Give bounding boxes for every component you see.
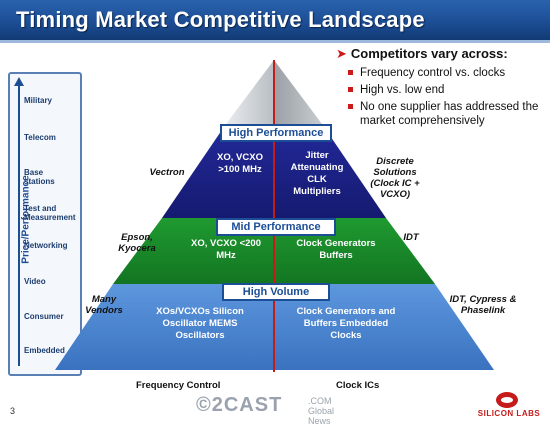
axis-item-video: Video [24,277,46,286]
page-number: 3 [10,406,16,416]
mid-right-text: Clock Generators Buffers [296,238,376,261]
logo-mark-icon [496,392,518,408]
axis-item-base-stations: Base stations [24,168,55,186]
bullet-list: Frequency control vs. clocks High vs. lo… [336,66,546,128]
axis-item-networking: Networking [24,241,68,250]
axis-arrow-icon [14,77,24,366]
watermark-sub2: Global News [308,406,335,426]
arrow-bullet-icon: ➤ [336,46,347,61]
vendor-mid-left: Epson, Kyocera [118,232,156,254]
footer-frequency-control: Frequency Control [136,380,221,391]
pyramid-cap-right [274,60,322,124]
tier-label-high: High Performance [220,124,332,142]
tier-label-mid: Mid Performance [216,218,336,236]
bullet-item: No one supplier has addressed the market… [348,100,546,128]
competitor-bullets: ➤Competitors vary across: Frequency cont… [336,46,546,131]
mid-left-text: XO, VCXO <200 MHz [191,238,261,261]
logo-text: SILICON LABS [477,409,541,418]
page-title: Timing Market Competitive Landscape [16,7,425,32]
footer-clock-ics: Clock ICs [336,380,380,391]
pyramid-cap-left [226,60,274,124]
watermark-brand: ©2CAST [196,394,283,416]
bullet-item: High vs. low end [348,83,546,97]
vendor-low-right: IDT, Cypress & Phaselink [449,294,517,316]
bullets-lead: ➤Competitors vary across: [336,46,546,62]
axis-item-consumer: Consumer [24,312,64,321]
low-right-text: Clock Generators and Buffers Embedded Cl… [296,306,396,341]
vendor-high-right: Discrete Solutions (Clock IC + VCXO) [370,156,420,200]
vendor-low-left: Many Vendors [85,294,123,316]
title-bar: Timing Market Competitive Landscape [0,0,550,40]
axis-item-embedded: Embedded [24,346,65,355]
high-right-text: Jitter Attenuating CLK Multipliers [290,150,344,197]
tier-label-low: High Volume [222,283,330,301]
vendor-mid-right: IDT [403,232,419,243]
low-left-text: XOs/VCXOs Silicon Oscillator MEMS Oscill… [156,306,244,341]
high-left-text: XO, VCXO >100 MHz [217,152,263,175]
silicon-labs-logo: SILICON LABS [474,392,544,422]
bullet-item: Frequency control vs. clocks [348,66,546,80]
vendor-high-left: Vectron [149,167,185,178]
bullets-lead-text: Competitors vary across: [350,46,508,61]
axis-item-test-measurement: Test and Measurement [24,204,76,222]
watermark-sub1: .COM [308,396,332,406]
price-performance-axis: Price/Performance Military Telecom Base … [8,72,82,376]
title-rule [0,40,550,43]
axis-item-telecom: Telecom [24,133,56,142]
axis-item-military: Military [24,96,53,105]
